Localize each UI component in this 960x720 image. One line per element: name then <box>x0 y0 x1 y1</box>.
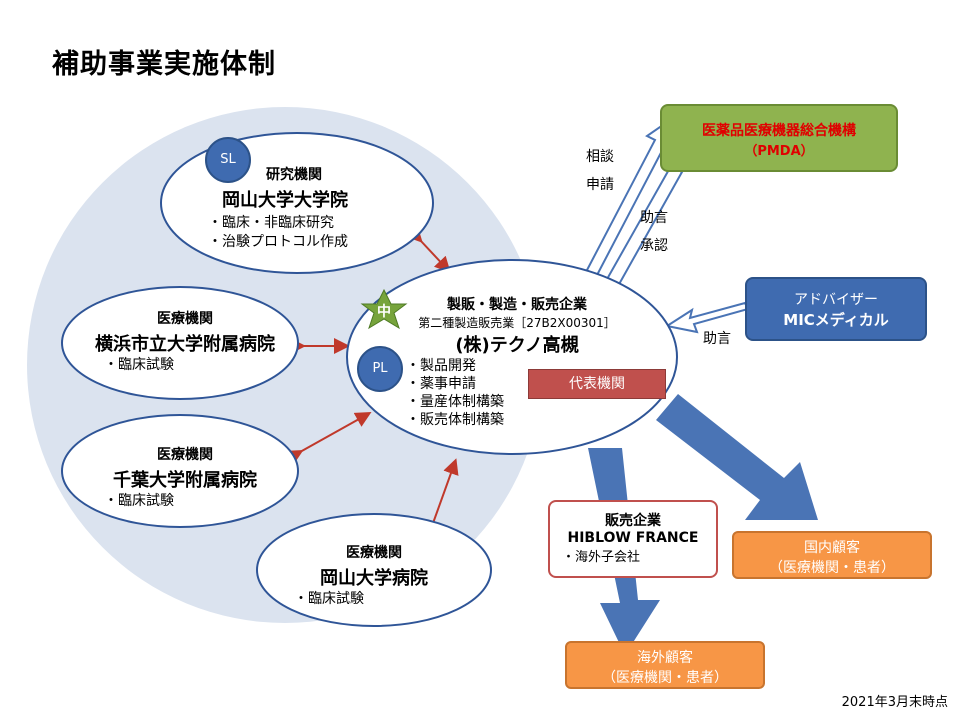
okayama-hosp-ellipse <box>256 513 492 627</box>
advisor-label: アドバイザー <box>794 292 878 308</box>
pmda-abbr: （PMDA） <box>744 144 814 159</box>
date-note: 2021年3月末時点 <box>841 695 948 710</box>
advisor-box: アドバイザー MICメディカル <box>745 277 927 341</box>
okayama-link-arrow <box>420 458 459 540</box>
chiba-ellipse <box>61 414 299 528</box>
okayama-hosp-org: 医療機関 岡山大学病院 ・臨床試験 <box>262 542 486 609</box>
label-apply: 申請 <box>586 177 614 193</box>
chiba-org: 医療機関 千葉大学附属病院 ・臨床試験 <box>70 444 300 511</box>
label-advice: 助言 <box>640 210 668 226</box>
overseas-sub: （医療機関・患者） <box>602 670 728 686</box>
main-ellipse <box>346 259 678 455</box>
main-bullet-4: ・販売体制構築 <box>406 412 504 428</box>
chiba-category: 医療機関 <box>157 447 213 463</box>
label-advice-2: 助言 <box>703 331 731 347</box>
domestic-title: 国内顧客 <box>804 540 860 556</box>
research-bullet-2: ・治験プロトコル作成 <box>208 234 348 250</box>
domestic-box: 国内顧客 （医療機関・患者） <box>732 531 932 579</box>
chiba-name: 千葉大学附属病院 <box>113 470 257 491</box>
okayama-hosp-category: 医療機関 <box>346 545 402 561</box>
main-bullet-2: ・薬事申請 <box>406 376 476 392</box>
advisor-arrow <box>664 301 750 334</box>
page-title: 補助事業実施体制 <box>52 49 276 80</box>
overseas-title: 海外顧客 <box>637 650 693 666</box>
yokohama-org: 医療機関 横浜市立大学附属病院 ・臨床試験 <box>70 308 300 375</box>
advisor-name: MICメディカル <box>783 311 889 329</box>
star-icon <box>360 288 408 330</box>
main-org: 製販・製造・販売企業 第二種製造販売業［27B2X00301］ (株)テクノ高槻… <box>406 294 622 429</box>
research-bullet-1: ・臨床・非臨床研究 <box>208 215 334 231</box>
yokohama-ellipse <box>61 286 299 400</box>
research-name: 岡山大学大学院 <box>222 190 348 211</box>
main-license: 第二種製造販売業［27B2X00301］ <box>418 316 616 330</box>
chiba-link-arrow <box>285 412 372 465</box>
main-name: (株)テクノ高槻 <box>455 335 579 356</box>
sales-name: HIBLOW FRANCE <box>567 530 699 546</box>
sales-box: 販売企業 HIBLOW FRANCE ・海外子会社 <box>548 500 718 578</box>
main-bullet-3: ・量産体制構築 <box>406 394 504 410</box>
pmda-box: 医薬品医療機器総合機構 （PMDA） <box>660 104 898 172</box>
yokohama-bullet: ・臨床試験 <box>104 357 174 373</box>
label-consult: 相談 <box>586 149 614 165</box>
overseas-box: 海外顧客 （医療機関・患者） <box>565 641 765 689</box>
research-link-arrow <box>405 225 451 273</box>
chiba-bullet: ・臨床試験 <box>104 493 174 509</box>
domestic-sub: （医療機関・患者） <box>769 560 895 576</box>
star-label: 中 <box>377 304 391 320</box>
representative-box: 代表機関 <box>528 369 666 399</box>
domestic-arrow <box>656 394 818 520</box>
sl-badge: SL <box>205 137 251 183</box>
main-category: 製販・製造・販売企業 <box>447 297 587 313</box>
sales-category: 販売企業 <box>605 513 661 529</box>
yokohama-category: 医療機関 <box>157 311 213 327</box>
research-category: 研究機関 <box>266 167 322 183</box>
label-approve: 承認 <box>640 238 668 254</box>
sales-bullet: ・海外子会社 <box>562 550 641 565</box>
research-org: 研究機関 岡山大学大学院 ・臨床・非臨床研究 ・治験プロトコル作成 <box>208 164 422 252</box>
okayama-hosp-bullet: ・臨床試験 <box>294 591 364 607</box>
main-bullet-1: ・製品開発 <box>406 358 476 374</box>
okayama-hosp-name: 岡山大学病院 <box>320 568 428 589</box>
pmda-name: 医薬品医療機器総合機構 <box>702 123 856 139</box>
yokohama-name: 横浜市立大学附属病院 <box>95 334 275 355</box>
pl-badge: PL <box>357 346 403 392</box>
